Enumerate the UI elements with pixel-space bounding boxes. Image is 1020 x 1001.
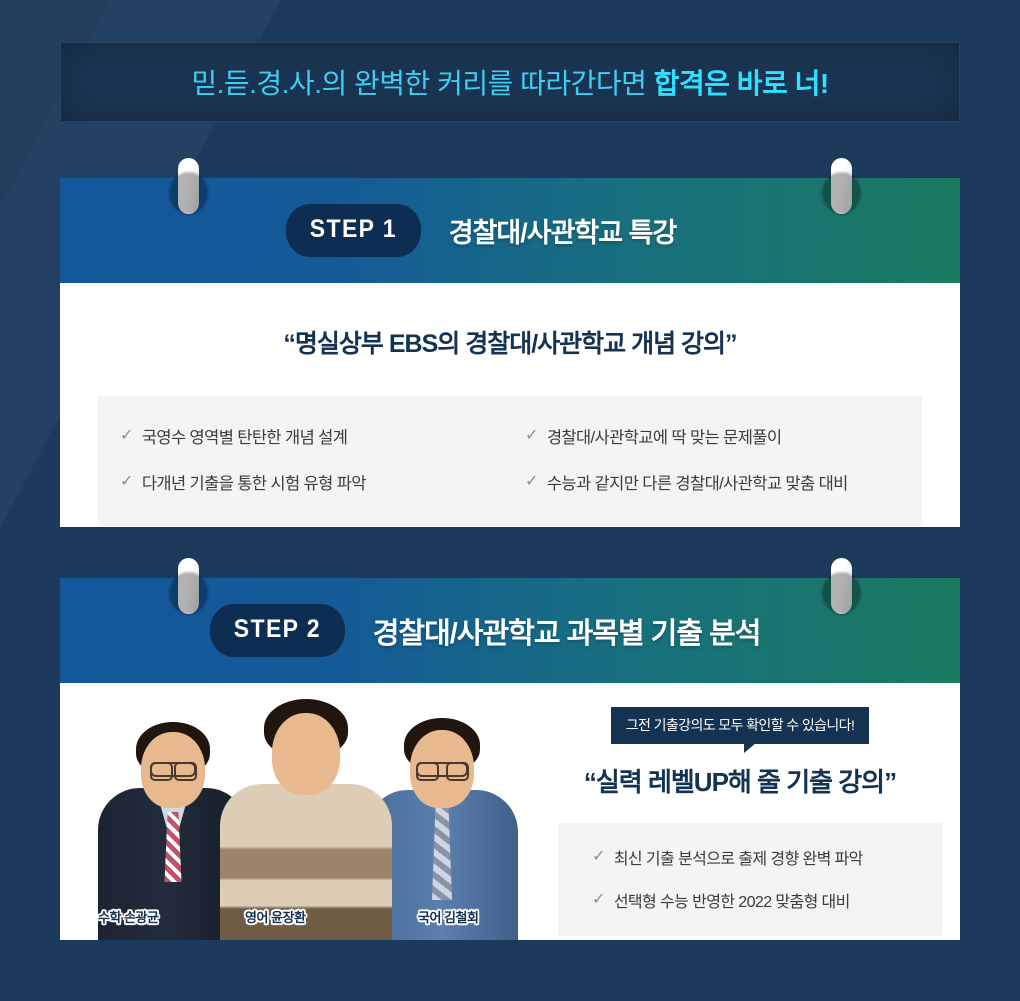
- instructor-name-english: 영어 윤장환: [245, 910, 306, 925]
- feature-item: ✓ 수능과 같지만 다른 경찰대/사관학교 맞춤 대비: [525, 470, 922, 494]
- check-icon: ✓: [120, 427, 133, 444]
- feature-item: ✓ 국영수 영역별 탄탄한 개념 설계: [120, 424, 517, 448]
- instructor-tie: [432, 802, 452, 900]
- feature-label: 선택형 수능 반영한 2022 맞춤형 대비: [613, 894, 851, 911]
- step-2-feature-box: ✓ 최신 기출 분석으로 출제 경향 완벽 파악 ✓ 선택형 수능 반영한 20…: [558, 823, 942, 936]
- feature-item: ✓ 경찰대/사관학교에 딱 맞는 문제풀이: [525, 424, 922, 448]
- instructor-tie: [164, 812, 182, 882]
- step-2-header: STEP 2 경찰대/사관학교 과목별 기출 분석: [60, 578, 960, 683]
- step-2-badge: STEP 2: [209, 604, 345, 657]
- headline-emphasis: 합격은 바로 너!: [653, 68, 829, 99]
- check-icon: ✓: [592, 891, 605, 908]
- headline-lead: 믿.듣.경.사.의 완벽한 커리를 따라간다면: [191, 68, 654, 99]
- step-2-right-column: 그전 기출강의도 모두 확인할 수 있습니다! “실력 레벨UP해 줄 기출 강…: [520, 683, 960, 940]
- feature-label: 경찰대/사관학교에 딱 맞는 문제풀이: [546, 429, 782, 447]
- feature-label: 국영수 영역별 탄탄한 개념 설계: [141, 429, 348, 447]
- check-icon: ✓: [525, 427, 538, 444]
- feature-item: ✓ 선택형 수능 반영한 2022 맞춤형 대비: [592, 888, 942, 912]
- instructors-photo: 수학 손광균 영어 윤장환 국어 김철회: [60, 683, 520, 940]
- step-2-body: 수학 손광균 영어 윤장환 국어 김철회 그전 기출강의도 모두 확인할 수 있…: [60, 683, 960, 940]
- pin-clip-left-icon: [178, 558, 199, 614]
- step-1-header: STEP 1 경찰대/사관학교 특강: [60, 178, 960, 283]
- feature-label: 다개년 기출을 통한 시험 유형 파악: [141, 475, 367, 493]
- tooltip-badge: 그전 기출강의도 모두 확인할 수 있습니다!: [610, 707, 870, 753]
- feature-label: 수능과 같지만 다른 경찰대/사관학교 맞춤 대비: [546, 475, 849, 493]
- pin-clip-left-icon: [178, 158, 199, 214]
- glasses-icon: [149, 761, 197, 781]
- check-icon: ✓: [120, 473, 133, 490]
- step-1-feature-column-right: ✓ 경찰대/사관학교에 딱 맞는 문제풀이 ✓ 수능과 같지만 다른 경찰대/사…: [517, 424, 922, 494]
- step-card-2: STEP 2 경찰대/사관학교 과목별 기출 분석: [60, 558, 960, 940]
- glasses-icon: [415, 761, 469, 781]
- step-1-body: “명실상부 EBS의 경찰대/사관학교 개념 강의” ✓ 국영수 영역별 탄탄한…: [60, 283, 960, 526]
- step-2-quote: “실력 레벨UP해 줄 기출 강의”: [583, 767, 897, 797]
- instructor-head: [410, 730, 474, 808]
- instructor-figure-korean: [366, 708, 518, 940]
- headline-banner: 믿.듣.경.사.의 완벽한 커리를 따라간다면 합격은 바로 너!: [60, 42, 960, 122]
- instructor-name-math: 수학 손광균: [98, 910, 159, 925]
- check-icon: ✓: [525, 473, 538, 490]
- headline-text: 믿.듣.경.사.의 완벽한 커리를 따라간다면 합격은 바로 너!: [191, 62, 829, 102]
- pin-clip-right-icon: [831, 158, 852, 214]
- check-icon: ✓: [592, 848, 605, 865]
- pin-clip-right-icon: [831, 558, 852, 614]
- instructor-body: [220, 784, 392, 940]
- step-card-1: STEP 1 경찰대/사관학교 특강 “명실상부 EBS의 경찰대/사관학교 개…: [60, 158, 960, 527]
- tooltip-wrapper: 그전 기출강의도 모두 확인할 수 있습니다!: [520, 707, 960, 753]
- step-1-feature-box: ✓ 국영수 영역별 탄탄한 개념 설계 ✓ 다개년 기출을 통한 시험 유형 파…: [98, 396, 922, 526]
- step-1-title: 경찰대/사관학교 특강: [448, 218, 678, 248]
- feature-item: ✓ 다개년 기출을 통한 시험 유형 파악: [120, 470, 517, 494]
- feature-item: ✓ 최신 기출 분석으로 출제 경향 완벽 파악: [592, 845, 942, 869]
- step-1-quote: “명실상부 EBS의 경찰대/사관학교 개념 강의”: [283, 330, 737, 358]
- feature-label: 최신 기출 분석으로 출제 경향 완벽 파악: [613, 851, 864, 868]
- step-2-title: 경찰대/사관학교 과목별 기출 분석: [372, 617, 762, 650]
- step-1-feature-column-left: ✓ 국영수 영역별 탄탄한 개념 설계 ✓ 다개년 기출을 통한 시험 유형 파…: [98, 424, 517, 494]
- instructor-name-korean: 국어 김철회: [418, 910, 479, 925]
- instructor-head: [272, 713, 340, 795]
- step-1-badge: STEP 1: [285, 204, 421, 257]
- instructor-figure-english: [220, 693, 392, 940]
